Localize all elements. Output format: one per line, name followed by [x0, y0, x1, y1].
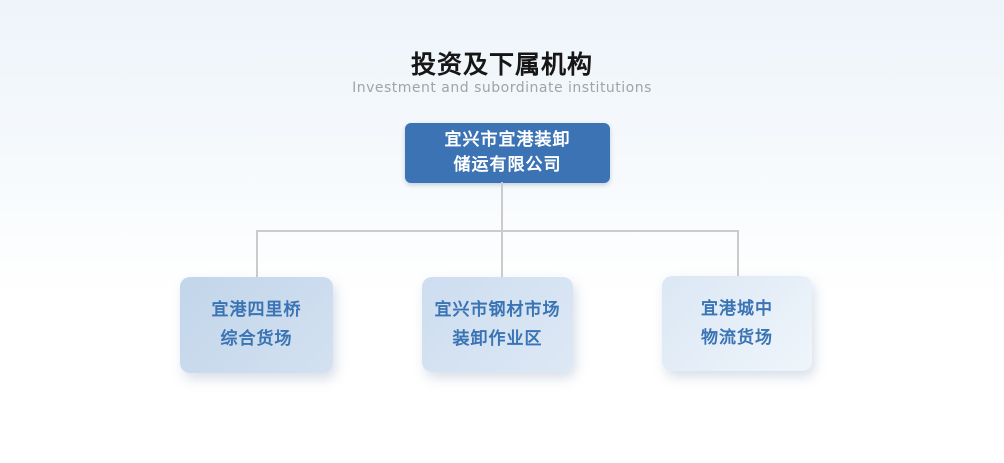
connector-stem	[501, 182, 503, 232]
page-subtitle: Investment and subordinate institutions	[352, 80, 652, 96]
connector-drop-right	[737, 231, 739, 277]
org-node-root-line2: 储运有限公司	[453, 155, 562, 175]
org-node-root-line1: 宜兴市宜港装卸	[444, 130, 571, 150]
org-node-child-3-line1: 宜港城中	[701, 298, 773, 319]
org-node-child-2: 宜兴市钢材市场 装卸作业区	[422, 277, 573, 372]
org-node-child-2-line1: 宜兴市钢材市场	[434, 299, 561, 320]
org-node-child-1-line1: 宜港四里桥	[211, 300, 302, 320]
org-node-child-3: 宜港城中 物流货场	[662, 276, 812, 371]
org-node-child-1-line2: 综合货场	[220, 329, 293, 349]
connector-drop-middle	[501, 231, 503, 277]
org-node-child-2-line2: 装卸作业区	[452, 328, 543, 349]
connector-drop-left	[256, 231, 258, 277]
page-title: 投资及下属机构	[410, 50, 593, 79]
org-node-root: 宜兴市宜港装卸 储运有限公司	[405, 123, 610, 183]
org-node-child-3-line2: 物流货场	[701, 327, 773, 348]
connector-horizontal	[256, 230, 739, 232]
org-node-child-1: 宜港四里桥 综合货场	[180, 277, 333, 373]
